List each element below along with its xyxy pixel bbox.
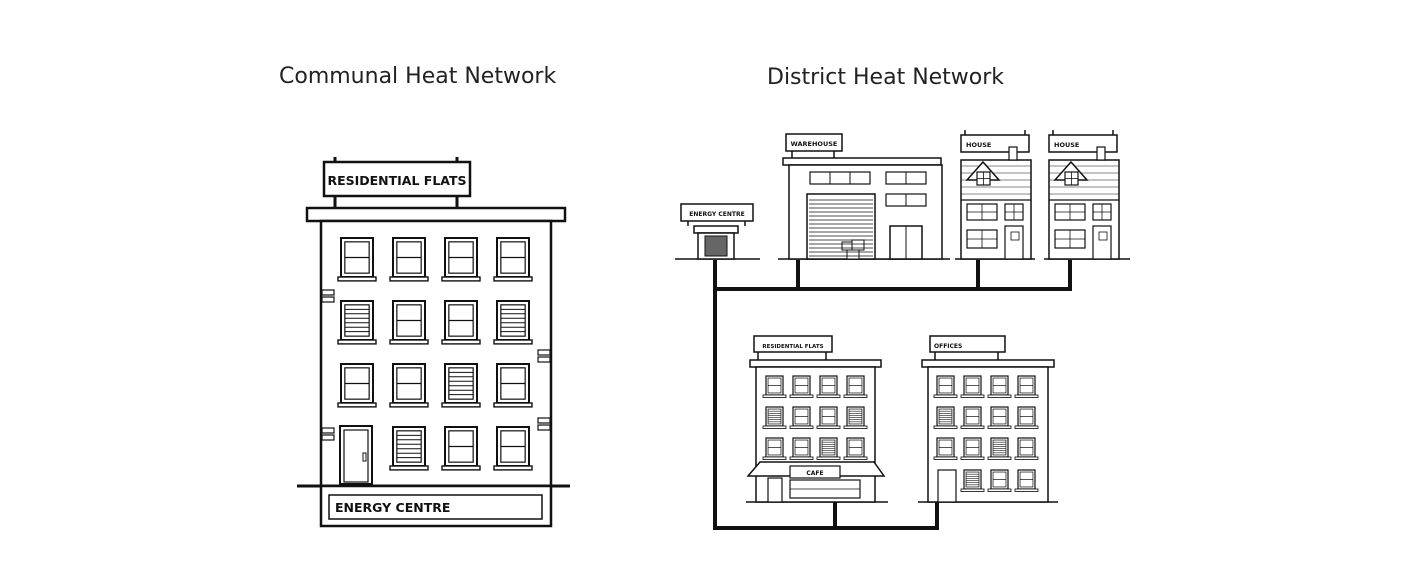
window [337,300,377,345]
house-building [955,130,1035,260]
communal-sign-label: RESIDENTIAL FLATS [327,173,466,188]
window [843,437,868,460]
house-building [1044,130,1130,260]
window [493,426,533,471]
communal-energy-centre-panel [328,494,543,520]
cafe-sign-label: CAFE [806,470,823,477]
window [987,406,1012,429]
energy-centre-sign-label: ENERGY CENTRE [689,211,744,218]
window [389,426,429,471]
communal-sign-board [322,160,472,198]
window [1014,469,1039,492]
window [337,237,377,282]
window [493,300,533,345]
window [933,437,958,460]
window [987,375,1012,398]
offices-windows [933,375,1039,492]
window [960,375,985,398]
window [441,237,481,282]
window [816,406,841,429]
window [843,375,868,398]
window [933,375,958,398]
window [960,437,985,460]
window [493,363,533,408]
warehouse-shutter [809,199,873,257]
window [789,375,814,398]
communal-door [339,425,373,485]
district-heat-network-title: District Heat Network [767,65,1005,90]
window [441,300,481,345]
window [987,469,1012,492]
window [762,406,787,429]
house-1-sign-label: HOUSE [966,141,991,149]
window [816,437,841,460]
houses [955,130,1130,260]
communal-windows [337,237,533,471]
window [1014,437,1039,460]
window [960,406,985,429]
communal-energy-centre-label: ENERGY CENTRE [335,500,450,515]
warehouse-sign-label: WAREHOUSE [791,140,838,148]
window [933,406,958,429]
window [389,237,429,282]
window [389,300,429,345]
window [789,406,814,429]
district-flats-windows [762,375,868,460]
offices-sign-label: OFFICES [934,343,962,350]
window [816,375,841,398]
window [987,437,1012,460]
window [1014,406,1039,429]
window [960,469,985,492]
communal-heat-network-title: Communal Heat Network [279,64,557,89]
district-energy-centre [675,203,760,260]
window [441,426,481,471]
district-flats-sign-label: RESIDENTIAL FLATS [762,344,823,350]
window [789,437,814,460]
window [337,363,377,408]
window [762,375,787,398]
window [389,363,429,408]
window [1014,375,1039,398]
window [441,363,481,408]
heat-pipe-network [713,260,1072,530]
window [762,437,787,460]
window [843,406,868,429]
house-2-sign-label: HOUSE [1054,141,1079,149]
window [493,237,533,282]
